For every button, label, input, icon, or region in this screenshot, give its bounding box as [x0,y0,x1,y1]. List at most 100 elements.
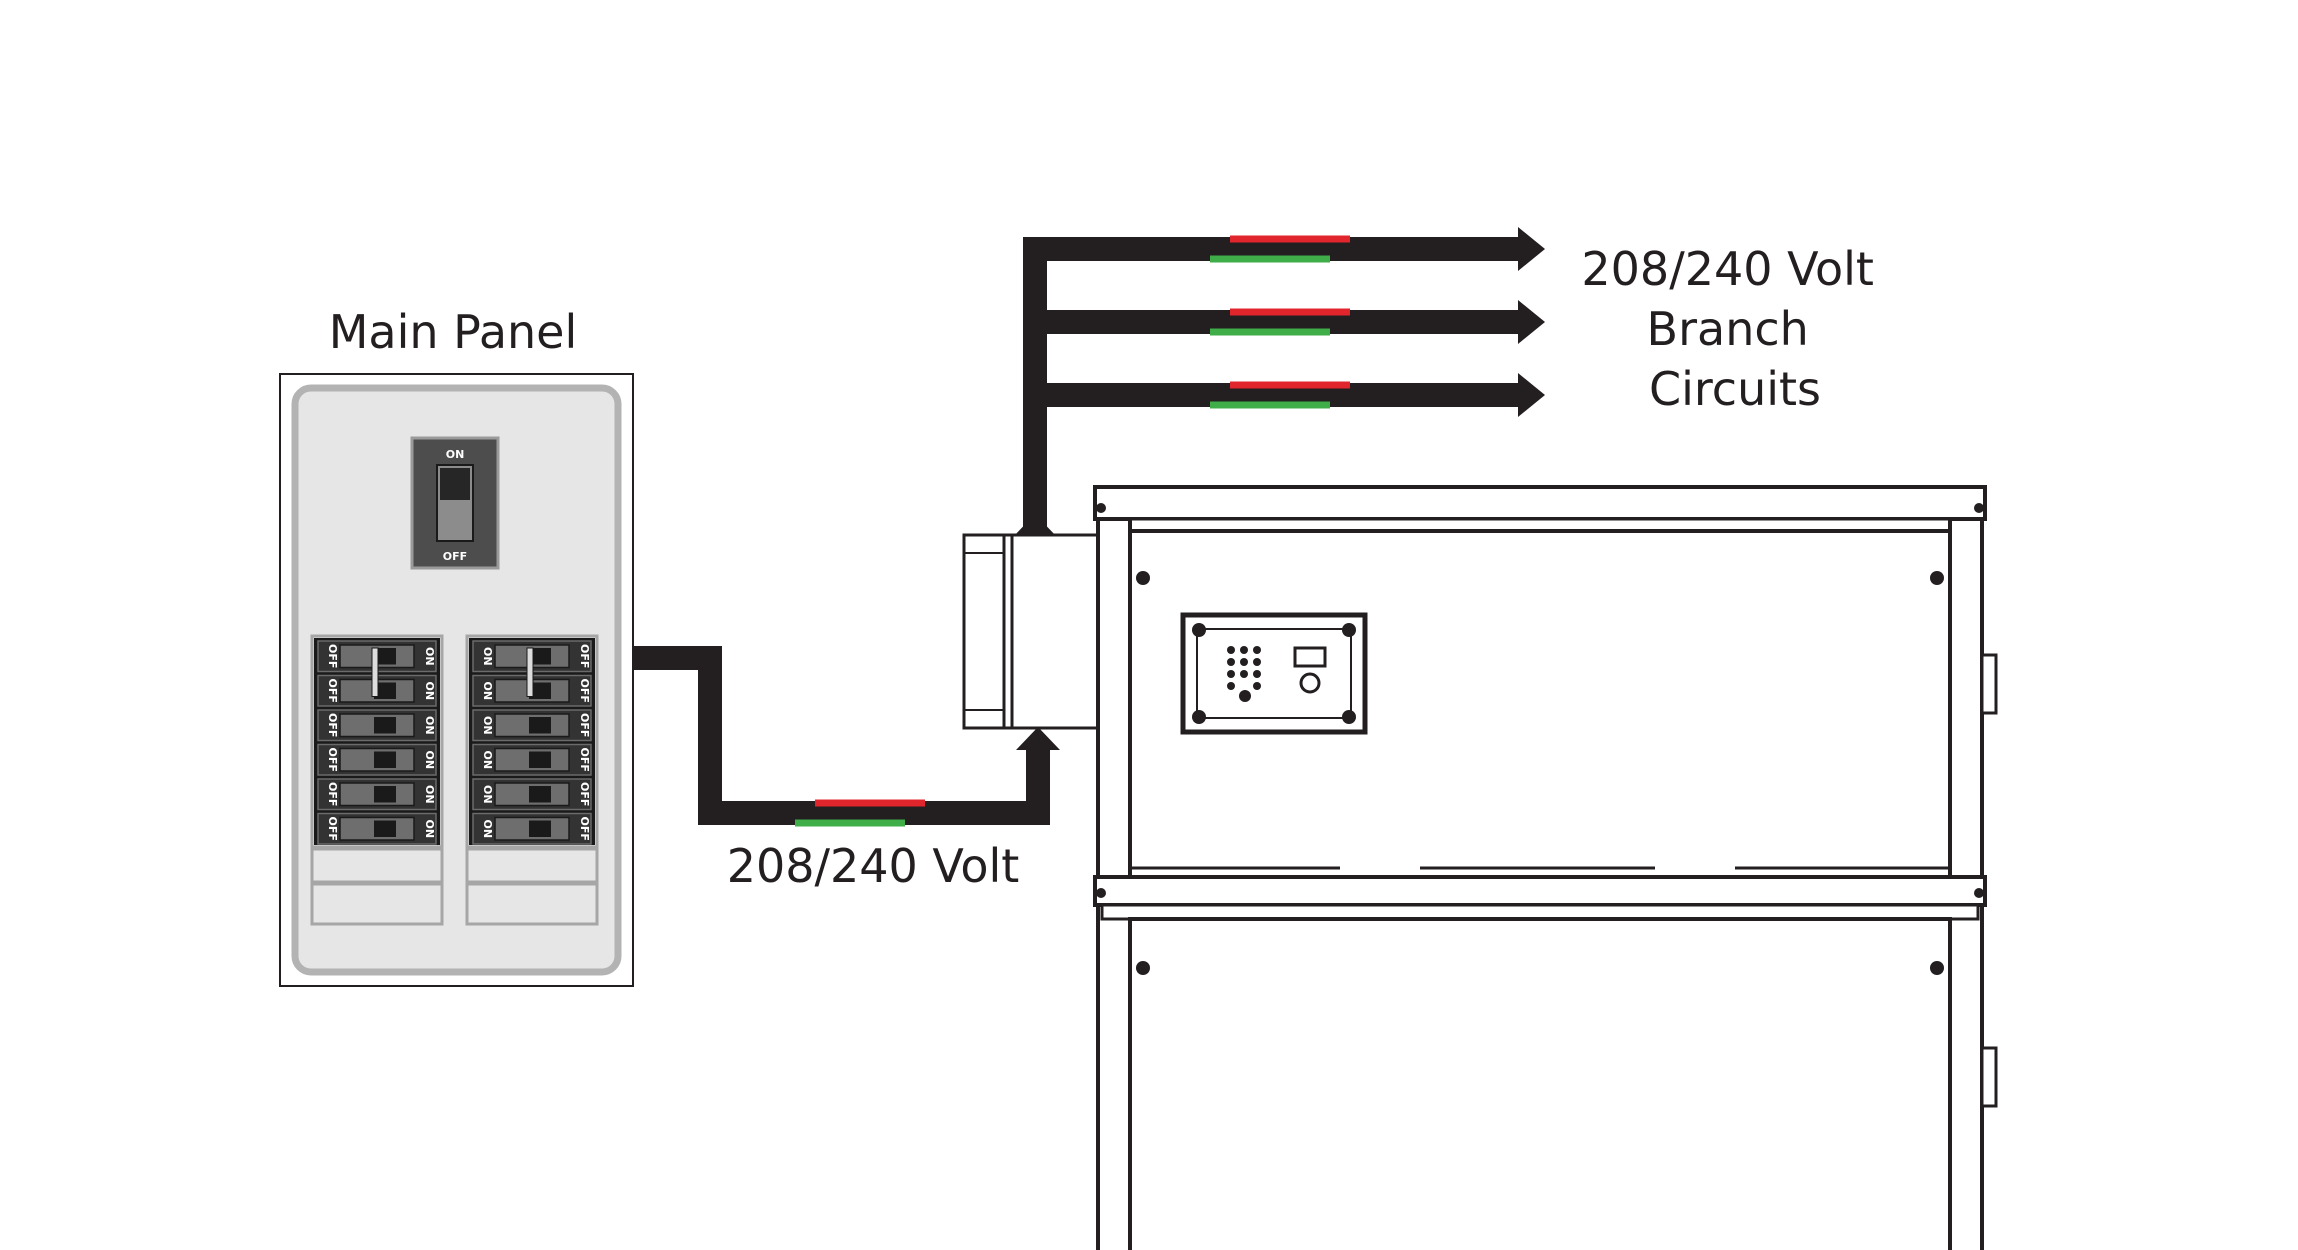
indicator-light [1240,646,1248,654]
screw [1192,623,1206,637]
main-breaker: ON OFF [410,436,500,570]
breaker-label: ON [481,750,494,769]
feed-voltage-label: 208/240 Volt [727,839,1020,893]
indicator-light-array [1227,646,1261,702]
breaker-toggle [374,682,396,699]
branch-circuit-2 [1023,300,1545,344]
breaker-toggle [374,820,396,837]
indicator-light [1253,670,1261,678]
breaker-label: ON [423,785,436,804]
indicator-light [1253,658,1261,666]
blank-slot [465,882,599,926]
branch-circuits: 208/240 Volt Branch Circuits [1013,227,1888,537]
breaker-label: ON [423,716,436,735]
cabinet-shelf-lip [1100,903,1980,921]
indicator-light [1253,646,1261,654]
indicator-light [1239,690,1251,702]
breaker-label: ON [481,681,494,700]
cabinet-screws [1096,503,1984,975]
cabinet-shelf [1093,875,1987,907]
breaker-label: ON [481,819,494,838]
branch-breaker: ON OFF [472,743,592,776]
blank-slot [310,847,444,884]
breaker-toggle [374,751,396,768]
equipment-cabinet [1093,485,1998,1250]
breaker-label: OFF [326,644,339,668]
screw [1974,888,1984,898]
branch-breaker: ON OFF [472,812,592,845]
breaker-toggle [529,717,551,734]
branch-circuits-label: 208/240 Volt Branch Circuits [1581,242,1888,416]
breaker-toggle [529,820,551,837]
cabinet-latch [1980,653,1998,715]
screw [1096,888,1106,898]
breaker-label: OFF [578,748,591,772]
breaker-label: ON [481,716,494,735]
breaker-label: OFF [326,713,339,737]
indicator-light [1227,682,1235,690]
branch-circuit-3 [1023,373,1545,417]
breaker-toggle [374,786,396,803]
blank-slot [310,882,444,926]
branch-breaker: OFF ON [317,743,437,776]
breaker-label: ON [481,785,494,804]
branch-label-line3: Circuits [1649,362,1821,416]
breaker-toggle [374,717,396,734]
screw [1930,571,1944,585]
screw [1136,571,1150,585]
breaker-toggle [374,648,396,665]
breaker-label: ON [423,750,436,769]
branch-breaker: ON OFF [472,778,592,811]
junction-box-body [962,533,1101,730]
breaker-label: OFF [326,817,339,841]
main-breaker-on-label: ON [446,448,465,461]
breaker-label: ON [481,647,494,666]
branch-circuit-1 [1023,227,1545,271]
indicator-light [1253,682,1261,690]
branch-arrow-head [1518,300,1545,344]
breaker-label: OFF [578,782,591,806]
branch-label-line2: Branch [1647,302,1809,356]
main-breaker-off-label: OFF [443,550,467,563]
blank-slot [465,847,599,884]
breaker-label: ON [423,819,436,838]
branch-breaker: OFF ON [317,709,437,742]
branch-label-line1: 208/240 Volt [1581,242,1874,296]
branch-breaker: OFF ON [317,812,437,845]
breaker-toggle [529,682,551,699]
breaker-tie-bar [526,647,534,697]
screw [1930,961,1944,975]
cabinet-top-cap [1093,485,1987,521]
screw [1342,710,1356,724]
breaker-toggle [529,786,551,803]
cabinet-latch [1980,1046,1998,1108]
breaker-label: OFF [578,817,591,841]
screw [1342,623,1356,637]
breaker-label: OFF [326,748,339,772]
breaker-toggle [529,751,551,768]
riser-arrow-head [1013,514,1057,537]
breaker-label: OFF [326,679,339,703]
control-module-face [1196,628,1352,719]
breaker-label: OFF [578,644,591,668]
breaker-tie-bar [371,647,379,697]
status-display [1293,646,1327,668]
indicator-light [1240,670,1248,678]
feed-cable: 208/240 Volt [633,646,1060,893]
feed-wire [633,646,1050,825]
indicator-light [1227,658,1235,666]
indicator-light [1227,646,1235,654]
screw [1096,503,1106,513]
feed-arrow-head [1016,727,1060,750]
control-knob [1299,672,1321,694]
branch-breaker: OFF ON [317,778,437,811]
main-panel-title: Main Panel [329,305,578,359]
main-breaker-lever [440,468,470,500]
breaker-label: OFF [326,782,339,806]
indicator-light [1240,658,1248,666]
